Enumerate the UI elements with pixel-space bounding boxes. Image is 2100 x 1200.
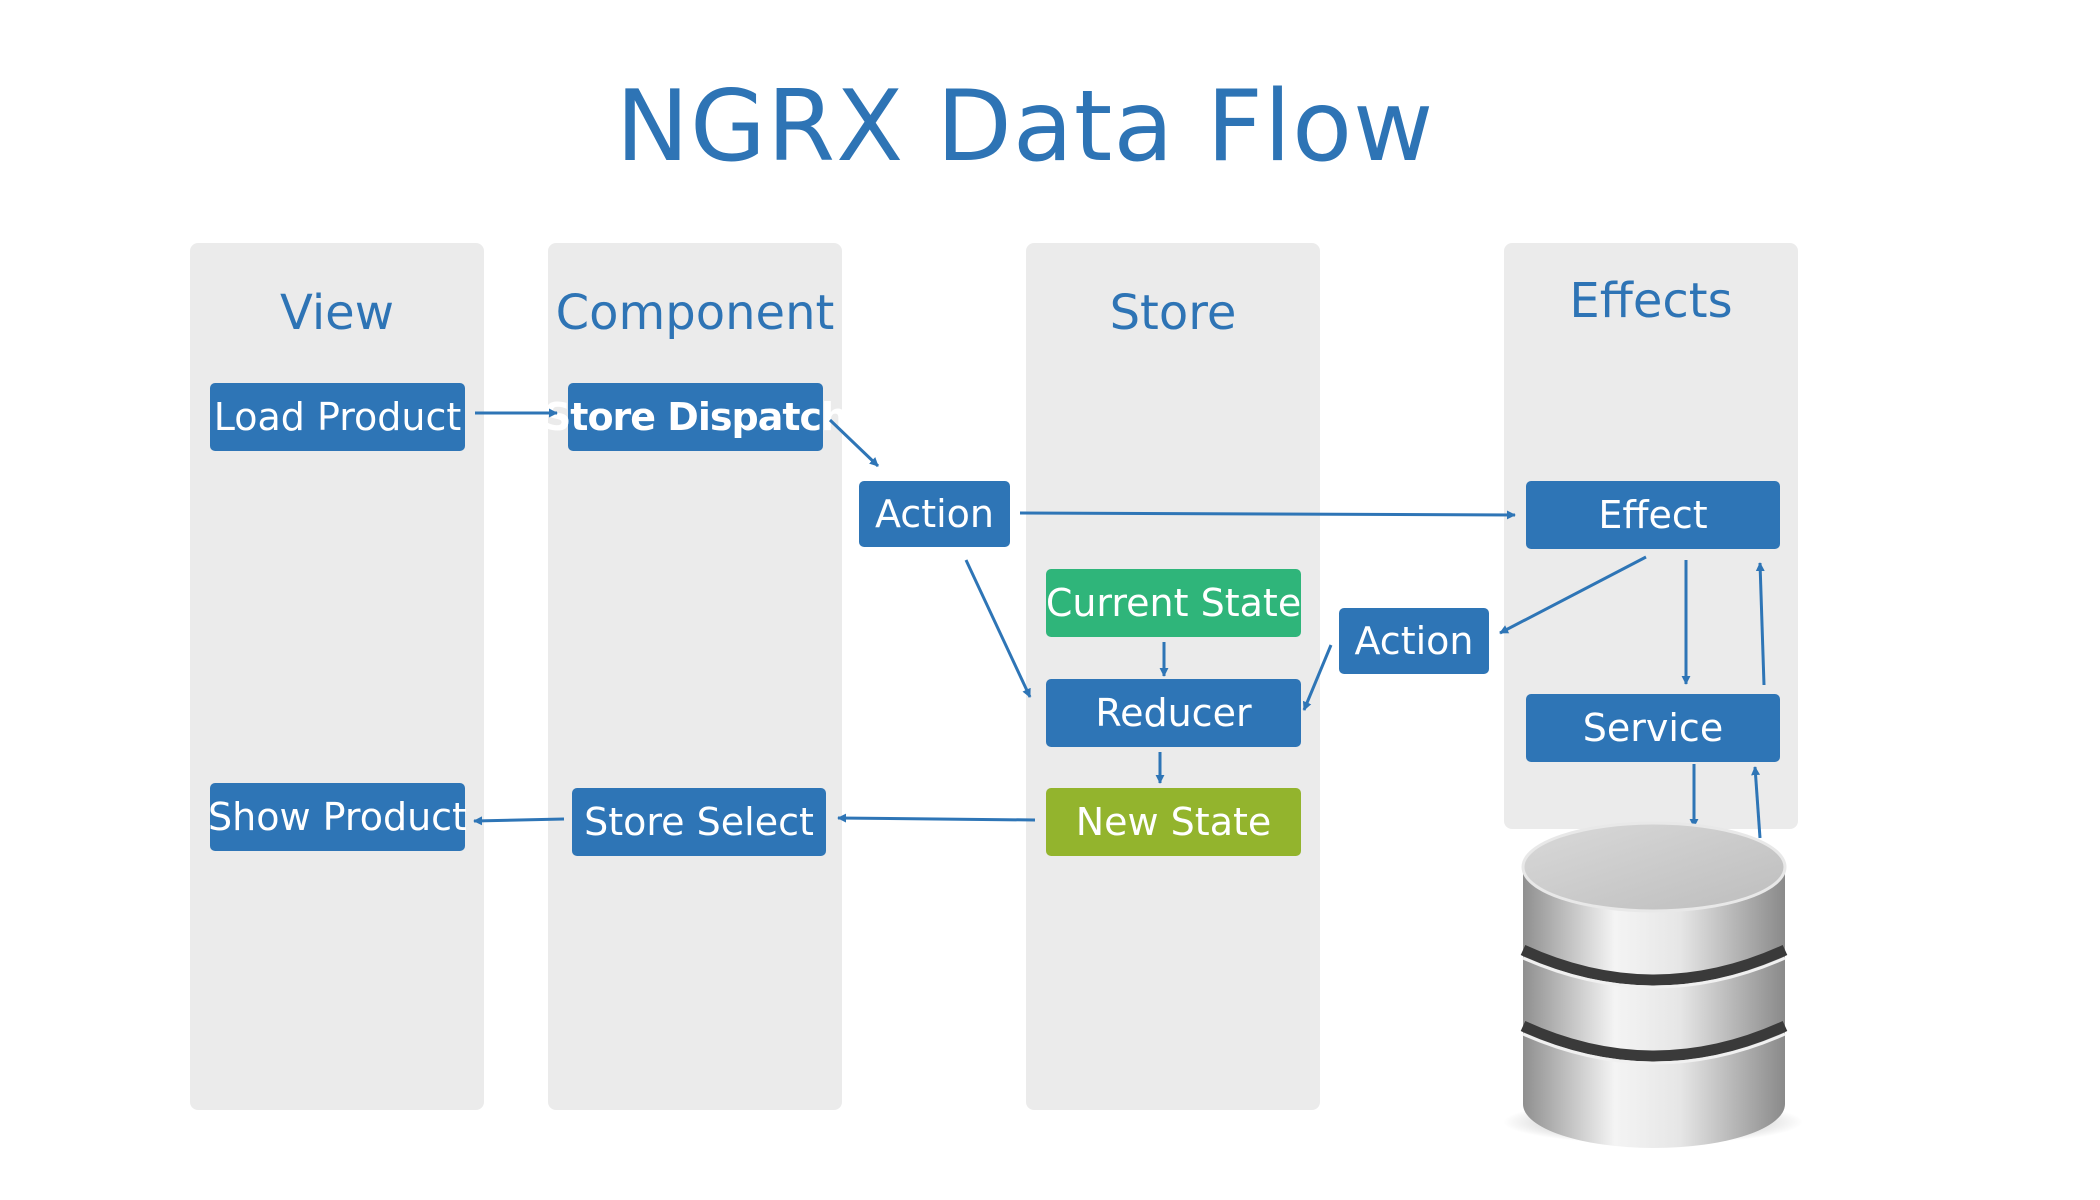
store-select-box: Store Select	[572, 788, 826, 856]
load-product-box: Load Product	[210, 383, 465, 451]
action-box-2: Action	[1339, 608, 1489, 674]
arrow-db-to-service	[1751, 766, 1762, 839]
lane-title-store: Store	[1109, 285, 1237, 341]
current-state-box: Current State	[1046, 569, 1301, 637]
lane-title-component: Component	[555, 285, 835, 341]
arrow-service-to-effect	[1755, 562, 1766, 686]
arrow-action-to-effect	[1019, 510, 1516, 520]
arrow-dispatch-to-action	[828, 418, 880, 468]
action-box-1: Action	[859, 481, 1010, 547]
lane-store	[1026, 243, 1320, 1110]
new-state-box: New State	[1046, 788, 1301, 856]
arrow-action2-to-reducer	[1302, 644, 1333, 711]
service-box: Service	[1526, 694, 1780, 762]
page-title: NGRX Data Flow	[615, 70, 1435, 184]
effect-box: Effect	[1526, 481, 1780, 549]
arrow-effect-to-action	[1499, 555, 1647, 635]
show-product-box: Show Product	[208, 783, 467, 851]
arrow-newstate-to-select	[837, 813, 1036, 823]
lane-title-effects: Effects	[1569, 273, 1733, 329]
reducer-box: Reducer	[1046, 679, 1301, 747]
arrow-select-to-show	[473, 816, 565, 826]
lane-title-view: View	[280, 285, 394, 341]
database-icon	[1503, 821, 1803, 1148]
arrow-action-to-reducer	[964, 559, 1032, 698]
store-dispatch-box: Store Dispatch	[544, 383, 848, 451]
